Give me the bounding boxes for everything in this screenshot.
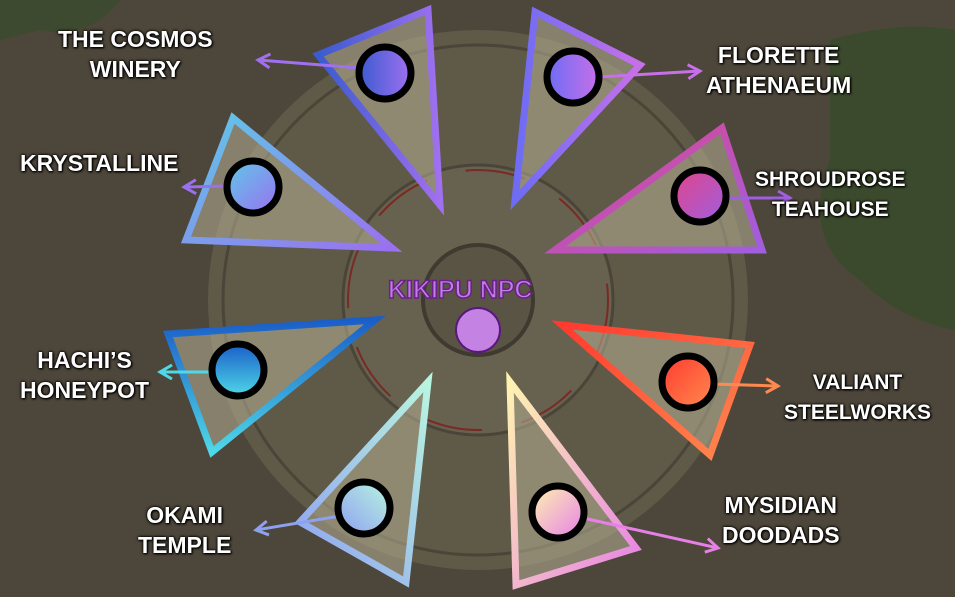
arrow-head-icon — [181, 178, 197, 196]
arrow-head-icon — [253, 519, 270, 537]
arrow-line — [582, 516, 717, 550]
arrow-head-icon — [765, 377, 781, 394]
location-marker[interactable] — [543, 47, 603, 107]
triangle-outline — [510, 6, 646, 211]
triangle-outline — [180, 112, 403, 252]
location-florette[interactable] — [510, 6, 703, 211]
location-marker[interactable] — [334, 478, 394, 538]
npc-label: KIKIPU NPC — [387, 275, 533, 305]
location-marker[interactable] — [658, 352, 718, 412]
arrow-line — [257, 514, 341, 532]
grass-area — [820, 26, 955, 331]
arrow-line — [597, 69, 699, 79]
arrow-line — [259, 58, 361, 70]
triangle-outline — [294, 371, 433, 588]
arrow-line — [185, 184, 229, 189]
location-krystalline[interactable] — [180, 112, 403, 252]
arrow-head-icon — [255, 52, 272, 70]
grass-area — [0, 0, 120, 40]
location-marker[interactable] — [208, 340, 268, 400]
triangle-outline — [163, 315, 386, 458]
arrow-line — [711, 382, 777, 388]
triangle-outline — [551, 320, 755, 462]
red-ring — [347, 169, 609, 431]
label-krystalline: KRYSTALLINE — [20, 150, 179, 176]
arrow-head-icon — [777, 189, 793, 207]
location-shroudrose[interactable] — [544, 122, 793, 254]
location-marker[interactable] — [223, 157, 283, 217]
arrow-head-icon — [157, 363, 173, 381]
location-valiant[interactable] — [551, 320, 781, 462]
tent-area — [186, 118, 392, 248]
location-mysidian[interactable] — [506, 371, 721, 590]
triangle-outline — [312, 4, 445, 216]
location-marker[interactable] — [355, 43, 415, 103]
location-marker[interactable] — [670, 166, 730, 226]
location-okami[interactable] — [253, 371, 433, 588]
location-hachi[interactable] — [157, 315, 386, 458]
location-marker[interactable] — [528, 482, 588, 542]
npc-marker[interactable] — [455, 307, 501, 353]
location-cosmos[interactable] — [255, 4, 445, 216]
triangle-outline — [544, 122, 767, 254]
triangle-outline — [506, 371, 642, 590]
arrow-head-icon — [704, 537, 721, 554]
arrow-head-icon — [686, 63, 703, 80]
